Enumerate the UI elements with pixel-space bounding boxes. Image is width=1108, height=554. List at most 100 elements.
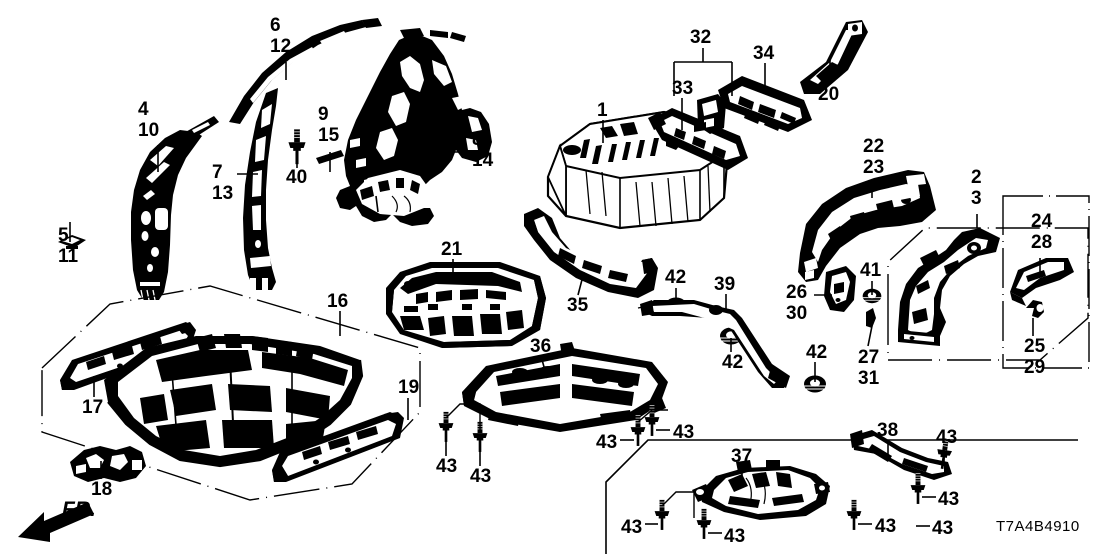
callout-number: 43 (596, 432, 618, 453)
callout-43: 43 (470, 467, 491, 487)
callout-number: 16 (327, 291, 349, 312)
part-33-rear-crossmember (648, 108, 748, 170)
front-direction-label: FR. (62, 498, 96, 521)
part-4-10-front-pillar-inner (131, 116, 219, 301)
callout-number: 25 (1024, 336, 1046, 357)
callout-number: 28 (1031, 231, 1053, 253)
part-25-29-bracket (1026, 300, 1044, 318)
callout-43: 43 (932, 519, 953, 539)
callout-number: 19 (398, 377, 420, 398)
callout-20: 20 (818, 85, 839, 105)
leader-bracket (673, 61, 733, 96)
callout-number: 17 (82, 397, 104, 418)
part-16-front-floor-panel (104, 334, 364, 468)
part-43-bolt-6 (696, 508, 712, 540)
part-43-bolt-7 (846, 499, 862, 531)
callout-number: 43 (875, 516, 897, 537)
callout-38: 38 (877, 421, 898, 441)
leader-line (577, 271, 585, 296)
callout-number: 42 (665, 267, 687, 288)
callout-number: 41 (860, 260, 882, 281)
callout-number: 35 (567, 295, 589, 316)
part-36-rear-subframe (462, 342, 668, 432)
part-37-front-subframe (692, 460, 830, 520)
leader-line (540, 355, 548, 379)
callout-number: 43 (621, 517, 643, 538)
callout-number: 34 (753, 43, 775, 64)
callout-42: 42 (806, 343, 827, 363)
callout-17: 17 (82, 398, 103, 418)
callout-number: 23 (863, 156, 885, 178)
callout-number: 32 (690, 27, 712, 48)
callout-34: 34 (753, 44, 774, 64)
part-39-torsion-beam-rod (637, 300, 790, 388)
callout-42: 42 (722, 353, 743, 373)
callout-37: 37 (731, 447, 752, 467)
callout-number: 24 (1031, 211, 1053, 232)
part-17-front-side-sill-right (60, 322, 196, 390)
callout-number: 2 (971, 167, 982, 188)
callout-number: 20 (818, 84, 840, 105)
callout-number: 42 (722, 352, 744, 373)
callout-number: 4 (138, 99, 149, 120)
part-26-30-gusset (824, 266, 856, 312)
group-box-37-38 (605, 439, 1078, 554)
callout-number: 14 (472, 149, 494, 171)
callout-number: 27 (858, 347, 880, 368)
callout-number: 9 (318, 104, 329, 125)
callout-number: 18 (91, 479, 113, 500)
callout-number: 43 (932, 518, 954, 539)
part-24-28-rear-frame-end (1010, 258, 1074, 306)
callout-number: 22 (863, 136, 885, 157)
callout-number: 5 (58, 225, 69, 246)
part-43-bolt-5 (654, 499, 670, 531)
callout-21: 21 (441, 240, 462, 260)
callout-number: 33 (672, 78, 694, 99)
part-22-23-rear-frame (798, 170, 936, 282)
callout-number: 37 (731, 446, 753, 467)
callout-number: 26 (786, 282, 808, 303)
part-34-middle-crossmember (718, 76, 812, 132)
callout-number: 40 (286, 167, 308, 188)
callout-number: 43 (470, 466, 492, 487)
callout-number: 31 (858, 367, 880, 389)
callout-number: 15 (318, 124, 340, 146)
part-35-front-crossmember (524, 208, 658, 298)
callout-number: 42 (806, 342, 828, 363)
callout-number: 43 (724, 526, 746, 547)
callout-33: 33 (672, 79, 693, 99)
callout-number: 8 (472, 129, 483, 150)
callout-43: 43 (875, 517, 896, 537)
callout-43: 43 (936, 428, 957, 448)
callout-1: 1 (597, 101, 608, 121)
callout-number: 43 (436, 456, 458, 477)
part-5-11-cap (58, 235, 86, 249)
part-18-gusset (70, 446, 146, 482)
callout-number: 29 (1024, 356, 1046, 378)
callout-41: 41 (860, 261, 881, 281)
part-27-31-stiffener (866, 308, 876, 328)
part-19-front-side-sill-left (272, 412, 404, 482)
part-7-13-center-pillar-inner (243, 88, 278, 292)
callout-number: 21 (441, 239, 463, 260)
part-6-12-roof-side-rail (229, 18, 382, 124)
callout-43: 43 (596, 433, 617, 453)
callout-43: 43 (436, 457, 457, 477)
callout-number: 10 (138, 119, 160, 141)
callout-19: 19 (398, 378, 419, 398)
part-32-bracket (694, 94, 726, 134)
callout-43: 43 (621, 518, 642, 538)
callout-number: 7 (212, 162, 223, 183)
callout-number: 43 (936, 427, 958, 448)
callout-number: 43 (938, 489, 960, 510)
callout-number: 39 (714, 274, 736, 295)
